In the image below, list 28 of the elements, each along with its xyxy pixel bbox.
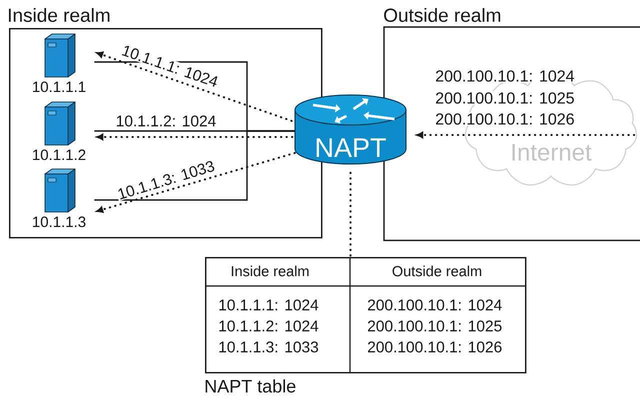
node-label: 10.1.1.2 bbox=[33, 150, 86, 160]
server: 10.1.1.2 bbox=[33, 102, 86, 160]
table-cell: 200.100.10.1: 1025 bbox=[368, 320, 502, 332]
node-label: 10.1.1.1 bbox=[33, 82, 86, 92]
edge-label: 10.1.1.3: 1033 bbox=[115, 158, 217, 202]
address-label: 200.100.10.1: 1025 bbox=[434, 91, 576, 105]
address-label: 200.100.10.1: 1026 bbox=[434, 112, 576, 126]
dotted-arrow bbox=[96, 152, 296, 213]
connector-line bbox=[94, 130, 295, 201]
server: 10.1.1.1 bbox=[33, 34, 86, 92]
table-cell: 200.100.10.1: 1026 bbox=[368, 342, 502, 352]
address-label: 200.100.10.1: 1024 bbox=[434, 69, 576, 83]
table-cell: 200.100.10.1: 1024 bbox=[368, 300, 502, 310]
realm-label: Outside realm bbox=[384, 8, 500, 22]
dotted-line bbox=[350, 169, 352, 258]
realm-label: Inside realm bbox=[8, 8, 110, 22]
router: NAPT bbox=[294, 94, 406, 164]
table-cell: 10.1.1.3: 1033 bbox=[219, 342, 318, 352]
table-caption: NAPT table bbox=[206, 379, 296, 393]
table-cell: 10.1.1.1: 1024 bbox=[219, 300, 318, 310]
column-header: Outside realm bbox=[392, 266, 482, 276]
node-label: 10.1.1.3 bbox=[33, 216, 86, 228]
server: 10.1.1.3 bbox=[33, 168, 86, 228]
table-cell: 10.1.1.2: 1024 bbox=[219, 320, 318, 332]
dotted-arrow bbox=[416, 132, 638, 138]
dotted-arrow bbox=[96, 134, 296, 140]
edge-label: 10.1.1.2: 1024 bbox=[114, 114, 218, 128]
column-header: Inside realm bbox=[232, 266, 309, 276]
